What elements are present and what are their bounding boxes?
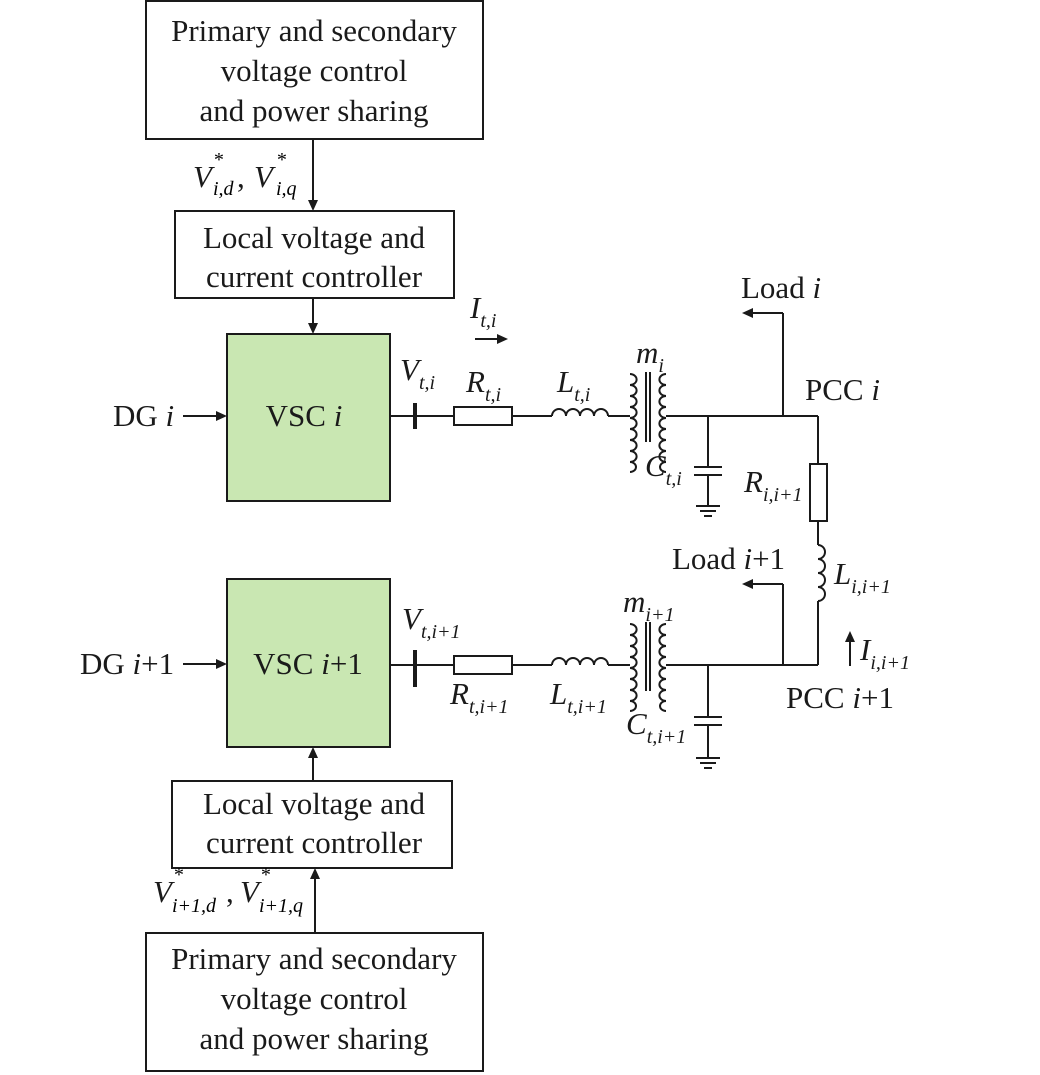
top-primary-secondary-control-box: Primary and secondary voltage control an…	[145, 0, 484, 140]
bottom-ref-arrowhead	[310, 868, 320, 879]
rt-i-label: Rt,i	[465, 364, 501, 406]
svg-text:V: V	[240, 874, 262, 909]
load-i-arrowhead	[742, 308, 753, 318]
svg-text:V: V	[153, 874, 175, 909]
lt-i-inductor	[551, 408, 609, 417]
ct-i-plus-1-capacitor	[694, 665, 722, 769]
it-i-label: It,i	[469, 290, 496, 332]
ct-i-label: Ct,i	[645, 448, 682, 490]
top-local-line-2: current controller	[206, 259, 423, 294]
svg-text:i,q: i,q	[276, 178, 297, 200]
svg-text:V: V	[254, 159, 276, 194]
top-local-controller-box: Local voltage and current controller	[174, 210, 455, 299]
bottom-local-controller-box: Local voltage and current controller	[171, 780, 453, 869]
svg-text:i+1,d: i+1,d	[172, 895, 217, 917]
bottom-control-line-1: Primary and secondary	[171, 941, 457, 976]
pcc-i-label: PCC i	[805, 372, 880, 407]
load-i-plus-1-arrowhead	[742, 579, 753, 589]
transformer-m-i	[629, 372, 667, 473]
m-i-plus-1-label: mi+1	[623, 584, 674, 626]
r-line-label: Ri,i+1	[743, 464, 803, 506]
dg-i-arrowhead	[216, 411, 227, 421]
top-ref-arrowhead	[308, 200, 318, 211]
lt-i-label: Lt,i	[556, 364, 590, 406]
vsc-i-plus-1-label: VSC i+1	[253, 646, 363, 681]
rt-i-plus-1-resistor	[453, 655, 513, 675]
bottom-primary-secondary-control-box: Primary and secondary voltage control an…	[145, 932, 484, 1072]
load-i-plus-1-label: Load i+1	[672, 541, 785, 576]
i-line-label: Ii,i+1	[859, 632, 910, 674]
l-line-inductor	[817, 544, 826, 602]
top-control-line-2: voltage control	[221, 53, 408, 88]
vsc-i-box: VSC i	[226, 333, 391, 502]
svg-text:*: *	[173, 864, 183, 886]
i-line-arrowhead	[845, 631, 855, 642]
pcc-i-plus-1-label: PCC i+1	[786, 680, 894, 715]
lt-i-plus-1-inductor	[551, 657, 609, 666]
dg-i-plus-1-arrowhead	[216, 659, 227, 669]
top-control-line-1: Primary and secondary	[171, 13, 457, 48]
dg-i-plus-1-label: DG i+1	[80, 646, 174, 681]
load-i-label: Load i	[741, 270, 821, 305]
bottom-local-line-1: Local voltage and	[203, 786, 426, 821]
top-local-to-vsc-arrowhead	[308, 323, 318, 334]
transformer-m-i-plus-1	[629, 622, 667, 712]
vt-i-label: Vt,i	[400, 352, 435, 394]
m-i-label: mi	[636, 335, 664, 377]
bottom-local-to-vsc-arrowhead	[308, 747, 318, 758]
l-line-label: Li,i+1	[833, 556, 891, 598]
svg-text:i,d: i,d	[213, 178, 235, 200]
bottom-control-line-3: and power sharing	[200, 1021, 429, 1056]
vsc-i-label: VSC i	[266, 398, 343, 433]
lt-i-plus-1-label: Lt,i+1	[549, 676, 607, 718]
ct-i-plus-1-label: Ct,i+1	[626, 706, 686, 748]
r-line-resistor	[809, 463, 828, 522]
svg-text:,: ,	[237, 159, 245, 194]
vsc-i-plus-1-box: VSC i+1	[226, 578, 391, 748]
bottom-control-line-2: voltage control	[221, 981, 408, 1016]
vt-i-plus-1-label: Vt,i+1	[402, 601, 461, 643]
vsc-i-plus-1-fill	[226, 578, 391, 748]
rt-i-plus-1-label: Rt,i+1	[449, 676, 509, 718]
rt-i-resistor	[453, 406, 513, 426]
svg-text:*: *	[276, 149, 286, 171]
svg-text:*: *	[213, 149, 223, 171]
svg-text:,: ,	[226, 874, 234, 909]
ct-i-capacitor	[694, 416, 722, 517]
top-voltage-reference-label: V * i,d , V * i,q	[193, 149, 297, 200]
svg-text:*: *	[260, 864, 270, 886]
top-control-line-3: and power sharing	[200, 93, 429, 128]
svg-text:i+1,q: i+1,q	[259, 895, 303, 917]
top-local-line-1: Local voltage and	[203, 220, 426, 255]
vsc-i-fill	[226, 333, 391, 502]
bottom-voltage-reference-label: V * i+1,d , V * i+1,q	[153, 864, 303, 917]
bottom-local-line-2: current controller	[206, 825, 423, 860]
it-i-arrowhead	[497, 334, 508, 344]
svg-text:V: V	[193, 159, 215, 194]
dg-i-label: DG i	[113, 398, 174, 433]
